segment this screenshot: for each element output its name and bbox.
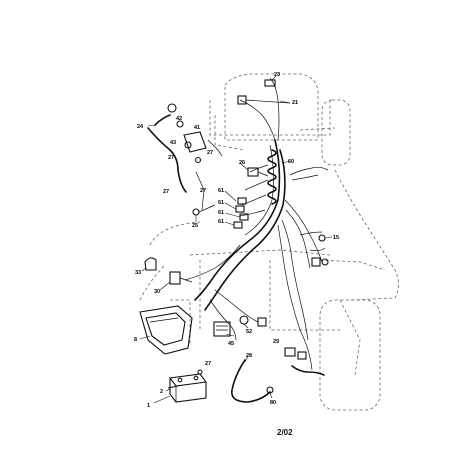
callout-45: 45 [228,341,234,347]
callout-60: 60 [288,159,294,165]
callout-24: 24 [137,124,144,130]
callout-26: 26 [239,160,245,166]
callout-61c: 61 [218,210,224,216]
bolts-2-27 [167,369,203,389]
callout-42: 42 [176,116,182,122]
tractor-outline [139,73,399,411]
callout-labels: 1 2 8 15 21 23 24 25 26 27 27 27 27 27 2… [134,72,339,409]
connector-30 [169,271,193,285]
callout-61b: 61 [218,200,224,206]
callout-28: 28 [246,353,252,359]
callout-27a: 27 [207,150,213,156]
callout-43: 43 [170,140,176,146]
connectors-61 [233,197,249,229]
connector-25 [192,204,216,216]
callout-61a: 61 [218,188,224,194]
solenoid-29 [284,347,325,376]
callout-27e: 27 [205,361,211,367]
callout-41: 41 [194,125,200,131]
callout-61d: 61 [218,219,224,225]
callout-30: 30 [154,289,160,295]
callout-25: 25 [192,223,198,229]
main-wiring-harness [184,77,329,371]
callout-27b: 27 [168,155,174,161]
callout-29: 29 [273,339,279,345]
callout-1: 1 [147,403,150,409]
battery-cable [231,359,274,403]
connector-26 [247,167,269,177]
callout-2: 2 [160,389,163,395]
ignition-switch-24 [147,103,223,211]
connector-52 [239,315,267,327]
callout-27d: 27 [200,188,206,194]
connector-21-23 [237,79,291,105]
callout-23: 23 [274,72,280,78]
callout-80: 80 [270,400,276,406]
callout-27c: 27 [163,189,169,195]
battery [169,373,207,403]
callout-15: 15 [333,235,339,241]
callout-8: 8 [134,337,137,343]
switch-33 [144,257,157,271]
page-code: 2/02 [277,428,293,437]
callout-52: 52 [246,329,252,335]
callout-21: 21 [292,100,298,106]
battery-box [139,305,193,355]
fuse-holder-45 [213,321,231,337]
callout-33: 33 [135,270,141,276]
callout-leaders [139,75,333,404]
